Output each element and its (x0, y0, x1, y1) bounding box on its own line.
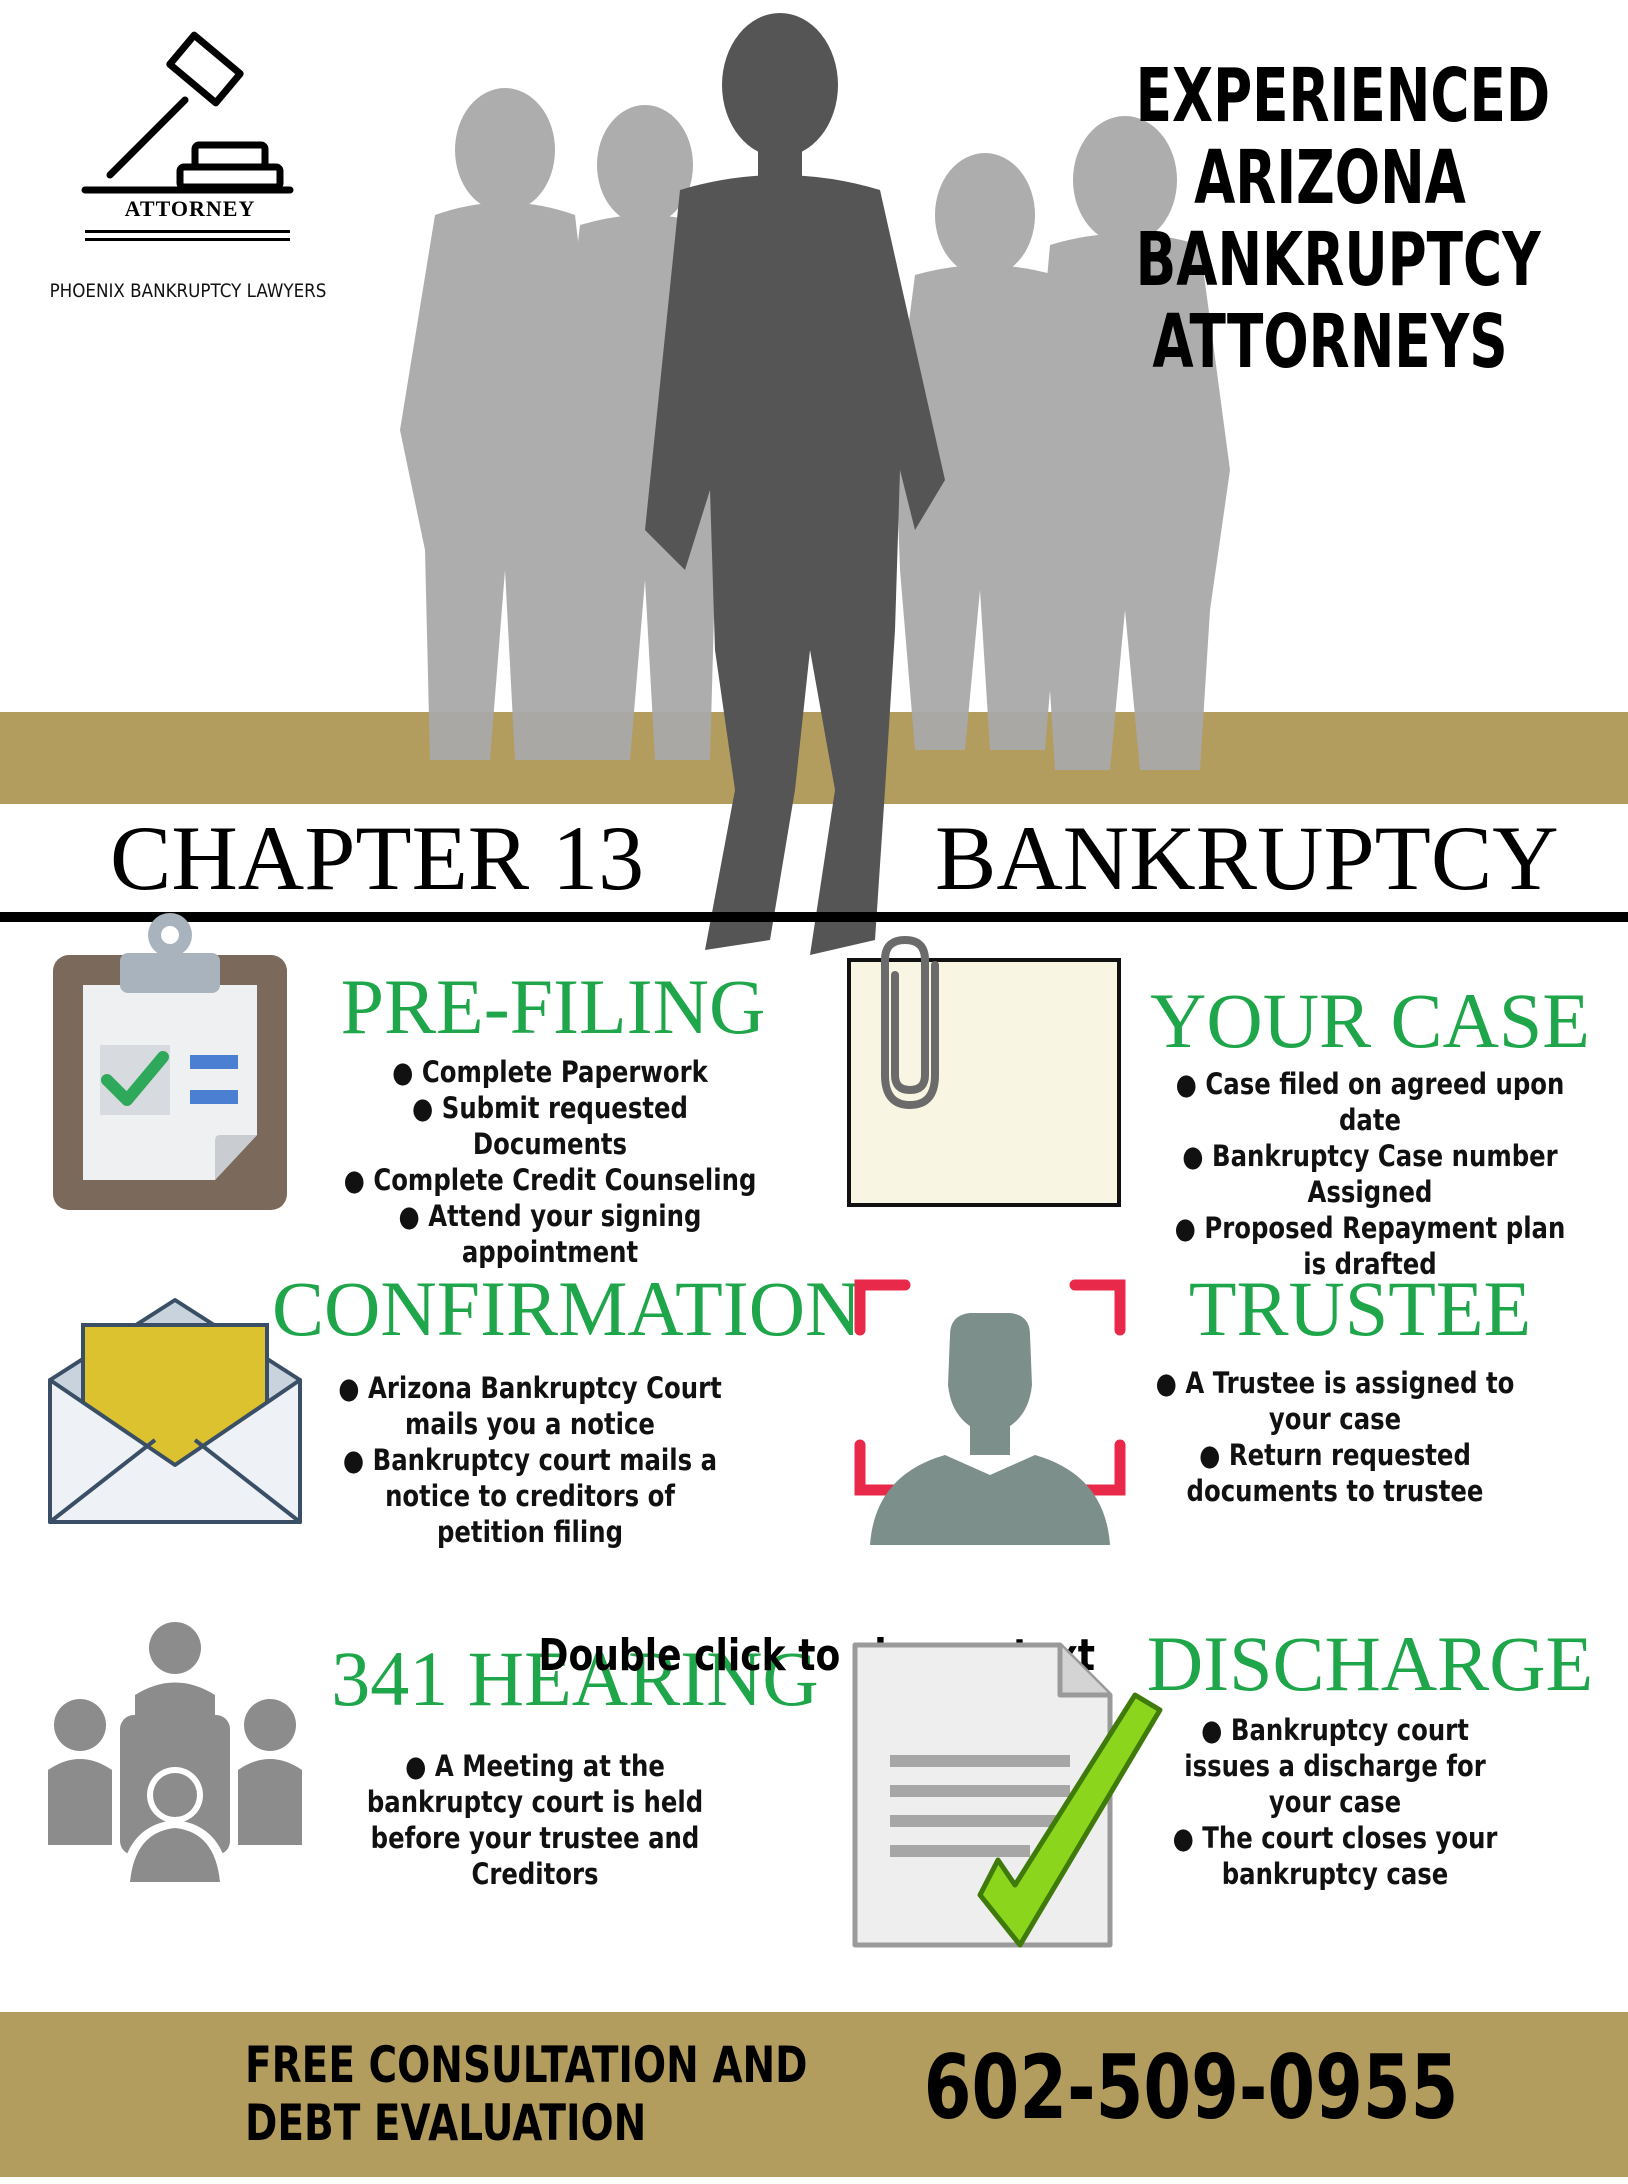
envelope-mail-icon (48, 1298, 302, 1524)
your-case-bullet: Bankruptcy Case number Assigned (1160, 1138, 1580, 1210)
prefiling-bullet: Attend your signing appointment (332, 1198, 769, 1270)
trustee-bullets: A Trustee is assigned to your case Retur… (1150, 1365, 1520, 1509)
clipboard-checklist-icon (53, 913, 287, 1210)
logo-underline-2 (85, 238, 290, 241)
logo-caption: PHOENIX BANKRUPTCY LAWYERS (49, 280, 327, 302)
footer-cta-line-2: DEBT EVALUATION (245, 2094, 647, 2152)
confirmation-bullets: Arizona Bankruptcy Court mails you a not… (337, 1370, 723, 1550)
prefiling-title: PRE-FILING (340, 963, 766, 1050)
gavel-icon (81, 31, 294, 194)
people-silhouettes-illustration (400, 13, 1230, 955)
confirmation-title: CONFIRMATION (272, 1265, 862, 1352)
discharge-bullets: Bankruptcy court issues a discharge for … (1154, 1712, 1515, 1892)
your-case-bullet: Proposed Repayment plan is drafted (1160, 1210, 1580, 1282)
meeting-group-icon (48, 1622, 302, 1885)
banner-right-text: BANKRUPTCY (935, 807, 1559, 909)
headline-line-4: ATTORNEYS (1152, 299, 1508, 385)
confirmation-bullet: Bankruptcy court mails a notice to credi… (337, 1442, 723, 1550)
trustee-bullet: A Trustee is assigned to your case (1150, 1365, 1520, 1437)
your-case-bullets: Case filed on agreed upon date Bankruptc… (1160, 1066, 1580, 1282)
user-focus-icon (854, 1279, 1126, 1545)
attorney-logo: ATTORNEY (80, 30, 310, 260)
headline-line-3: BANKRUPTCY (1135, 217, 1541, 303)
prefiling-bullets: Complete Paperwork Submit requested Docu… (332, 1054, 769, 1270)
gold-band-top (0, 712, 1628, 804)
discharge-bullet: The court closes your bankruptcy case (1154, 1820, 1515, 1892)
logo-badge-text: ATTORNEY (124, 196, 256, 221)
phone-number[interactable]: 602-509-0955 (923, 2036, 1459, 2139)
prefiling-bullet: Complete Credit Counseling (332, 1162, 769, 1198)
prefiling-bullet: Complete Paperwork (332, 1054, 769, 1090)
paperclip-note-icon (847, 935, 1121, 1207)
prefiling-bullet: Submit requested Documents (332, 1090, 769, 1162)
hearing-bullet: A Meeting at the bankruptcy court is hel… (363, 1748, 707, 1892)
trustee-title: TRUSTEE (1188, 1265, 1532, 1352)
hearing-bullets: A Meeting at the bankruptcy court is hel… (363, 1748, 707, 1892)
headline: EXPERIENCED ARIZONA BANKRUPTCY ATTORNEYS (1060, 55, 1600, 383)
headline-line-1: EXPERIENCED (1135, 53, 1551, 139)
headline-line-2: ARIZONA (1194, 135, 1466, 221)
confirmation-bullet: Arizona Bankruptcy Court mails you a not… (337, 1370, 723, 1442)
banner-divider (0, 912, 1628, 922)
your-case-title: YOUR CASE (1150, 977, 1590, 1064)
trustee-bullet: Return requested documents to trustee (1150, 1437, 1520, 1509)
footer-cta-line-1: FREE CONSULTATION AND (245, 2036, 808, 2094)
discharge-bullet: Bankruptcy court issues a discharge for … (1154, 1712, 1515, 1820)
discharge-title: DISCHARGE (1146, 1620, 1594, 1707)
footer-cta: FREE CONSULTATION AND DEBT EVALUATION (245, 2036, 808, 2152)
footer-band (0, 2012, 1628, 2177)
banner-left-text: CHAPTER 13 (110, 807, 645, 909)
logo-underline (85, 230, 290, 233)
your-case-bullet: Case filed on agreed upon date (1160, 1066, 1580, 1138)
document-checkmark-icon (852, 1642, 1163, 1948)
hearing-title: 341 HEARING (331, 1635, 819, 1722)
